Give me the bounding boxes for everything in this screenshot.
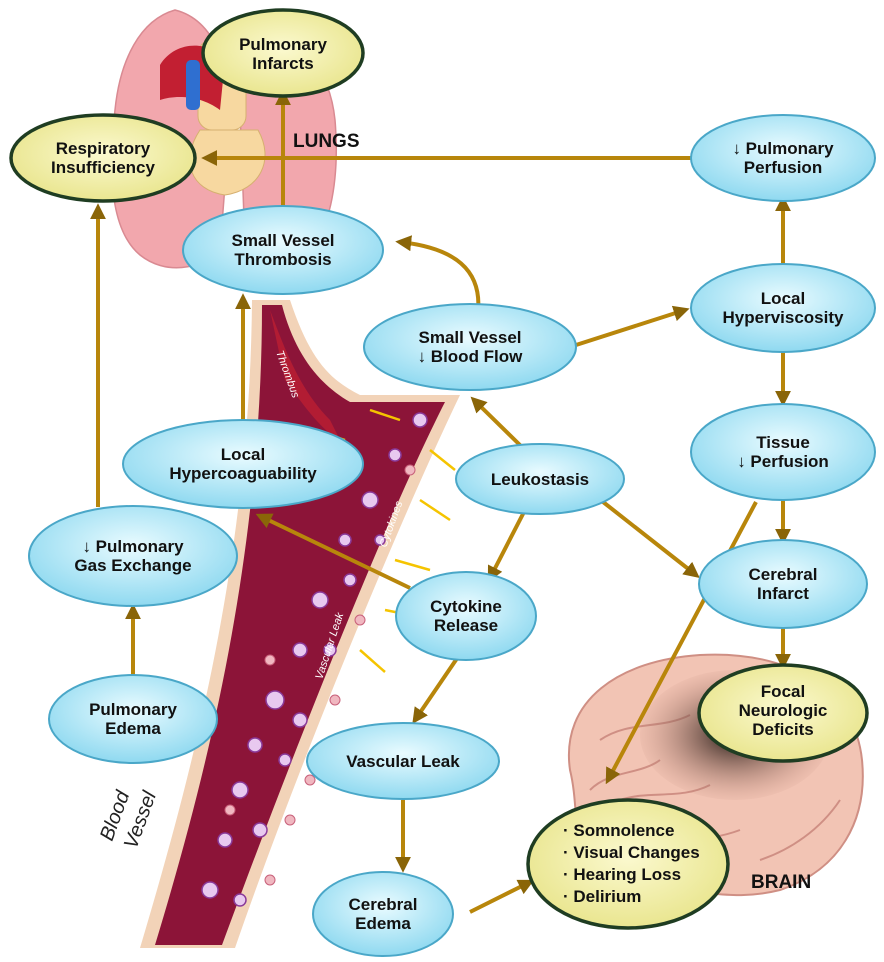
arrow-bloodflow-to-hyperviscosity: [576, 310, 685, 345]
node-line: Pulmonary: [239, 35, 327, 54]
node-line: Edema: [105, 719, 161, 738]
symptom-item: · Somnolence: [563, 821, 674, 840]
svg-text:Vascular Leak: Vascular Leak: [346, 752, 460, 771]
node-line: ↓ Blood Flow: [418, 347, 524, 366]
node-line: Respiratory: [56, 139, 151, 158]
arrow-leukostasis-to-cerebral: [598, 498, 696, 575]
node-line: Perfusion: [744, 158, 822, 177]
node-line: Focal: [761, 682, 805, 701]
arrow-edema-to-symptoms: [470, 882, 530, 912]
node-small-vessel-blood-flow: Small Vessel↓ Blood Flow: [364, 304, 576, 390]
symptom-item: · Hearing Loss: [563, 865, 681, 884]
node-line: Release: [434, 616, 498, 635]
brain-label: BRAIN: [751, 872, 811, 893]
arrow-cytokine-to-vascularleak: [415, 654, 460, 720]
node-line: Small Vessel: [231, 231, 334, 250]
node-line: Hypercoaguability: [169, 464, 317, 483]
node-tissue-perfusion: Tissue↓ Perfusion: [691, 404, 875, 500]
arrow-bloodflow-to-thrombosis: [400, 242, 478, 312]
lungs-label: LUNGS: [293, 131, 360, 152]
node-line: Local: [221, 445, 265, 464]
svg-text:Small Vessel↓ Blood Flow: Small Vessel↓ Blood Flow: [418, 328, 524, 366]
node-line: ↓ Pulmonary: [82, 537, 184, 556]
node-line: Infarct: [757, 584, 809, 603]
node-symptoms: · Somnolence · Visual Changes · Hearing Lo…: [528, 800, 728, 928]
node-line: Leukostasis: [491, 470, 589, 489]
node-line: Gas Exchange: [74, 556, 191, 575]
node-line: Pulmonary: [89, 700, 177, 719]
arrow-leukostasis-to-cytokine: [490, 510, 525, 578]
node-vascular-leak: Vascular Leak: [307, 723, 499, 799]
svg-text:Leukostasis: Leukostasis: [491, 470, 589, 489]
arrow-leukostasis-to-bloodflow: [474, 400, 525, 450]
node-line: Hyperviscosity: [723, 308, 844, 327]
symptom-item: · Delirium: [563, 887, 641, 906]
node-line: Vascular Leak: [346, 752, 460, 771]
node-line: Thrombosis: [234, 250, 331, 269]
node-line: Cerebral: [349, 895, 418, 914]
node-line: Local: [761, 289, 805, 308]
node-line: Cerebral: [749, 565, 818, 584]
node-line: Insufficiency: [51, 158, 155, 177]
node-line: Small Vessel: [418, 328, 521, 347]
node-line: ↓ Pulmonary: [732, 139, 834, 158]
node-line: Edema: [355, 914, 411, 933]
symptom-item: · Visual Changes: [563, 843, 700, 862]
node-line: Cytokine: [430, 597, 502, 616]
node-line: Tissue: [756, 433, 810, 452]
node-line: Deficits: [752, 720, 813, 739]
node-line: Neurologic: [739, 701, 828, 720]
node-leukostasis: Leukostasis: [456, 444, 624, 514]
node-line: Infarcts: [252, 54, 313, 73]
node-line: ↓ Perfusion: [737, 452, 829, 471]
